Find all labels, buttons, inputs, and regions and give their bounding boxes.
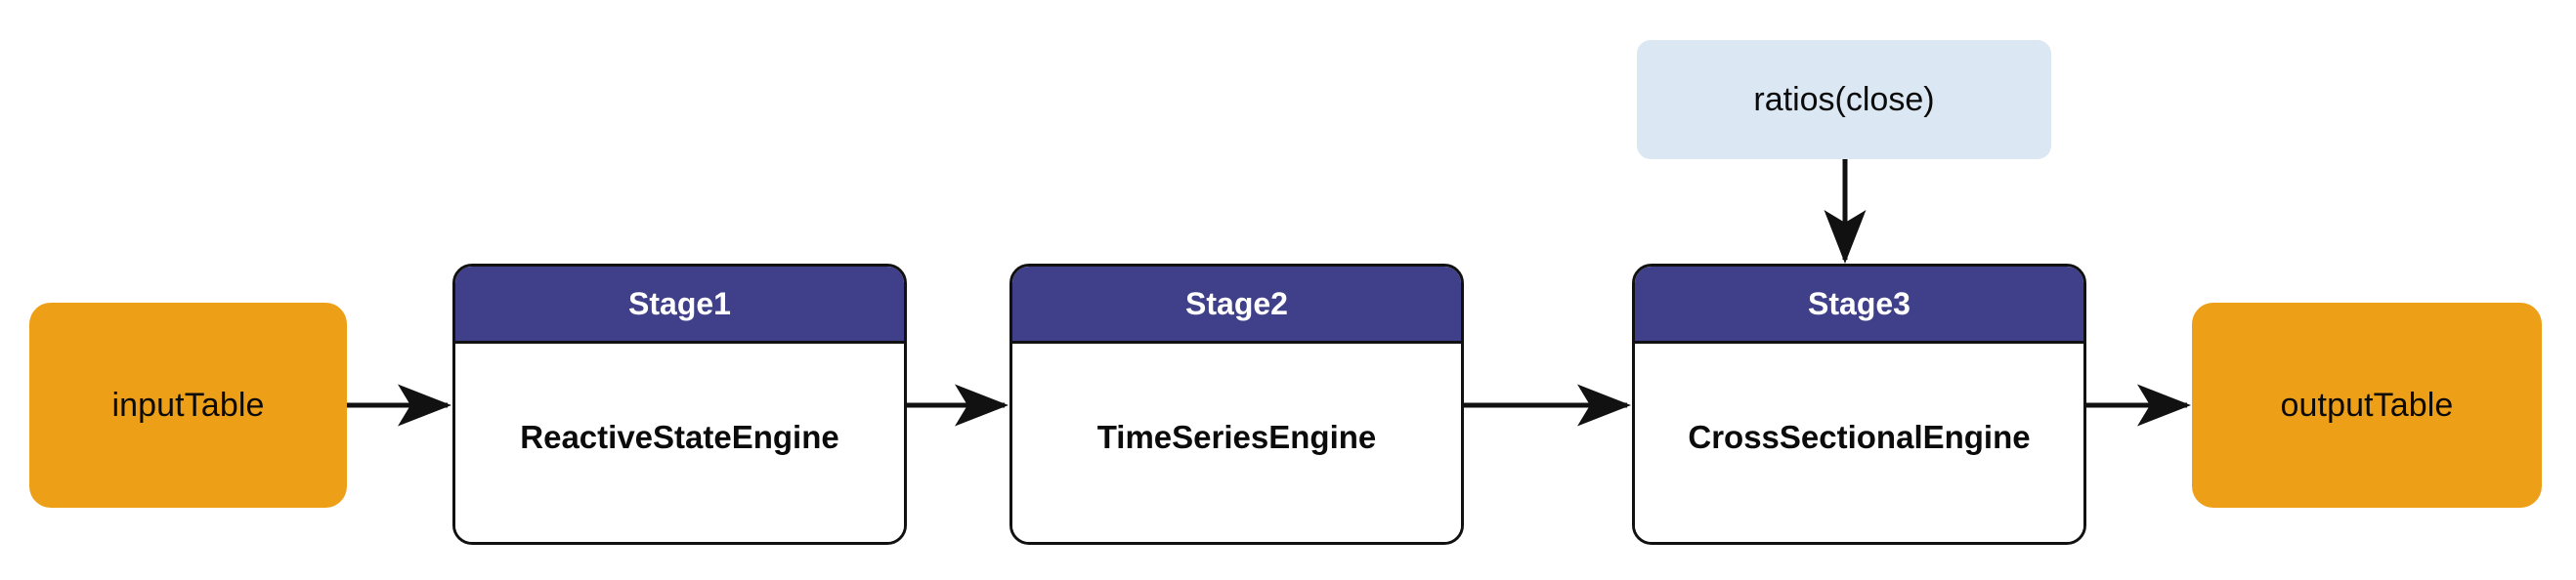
node-stage1[interactable]: Stage1 ReactiveStateEngine	[452, 264, 907, 545]
node-input-table-label: inputTable	[111, 386, 265, 424]
node-output-table-label: outputTable	[2280, 386, 2454, 424]
node-stage3-body: CrossSectionalEngine	[1635, 344, 2083, 542]
node-stage3-body-label: CrossSectionalEngine	[1688, 418, 2031, 455]
node-stage3[interactable]: Stage3 CrossSectionalEngine	[1632, 264, 2086, 545]
node-stage3-header: Stage3	[1635, 267, 2083, 344]
node-stage1-header-label: Stage1	[628, 285, 731, 321]
node-stage2-body-label: TimeSeriesEngine	[1096, 418, 1377, 455]
node-input-table[interactable]: inputTable	[29, 303, 347, 508]
node-stage2-body: TimeSeriesEngine	[1012, 344, 1461, 542]
node-stage2[interactable]: Stage2 TimeSeriesEngine	[1009, 264, 1464, 545]
node-output-table[interactable]: outputTable	[2192, 303, 2542, 508]
node-stage1-body-label: ReactiveStateEngine	[520, 418, 839, 455]
node-ratios-param[interactable]: ratios(close)	[1637, 40, 2051, 159]
node-stage2-header: Stage2	[1012, 267, 1461, 344]
node-ratios-param-label: ratios(close)	[1753, 80, 1935, 118]
node-stage3-header-label: Stage3	[1808, 285, 1911, 321]
node-stage1-header: Stage1	[455, 267, 904, 344]
node-stage1-body: ReactiveStateEngine	[455, 344, 904, 542]
node-stage2-header-label: Stage2	[1185, 285, 1288, 321]
